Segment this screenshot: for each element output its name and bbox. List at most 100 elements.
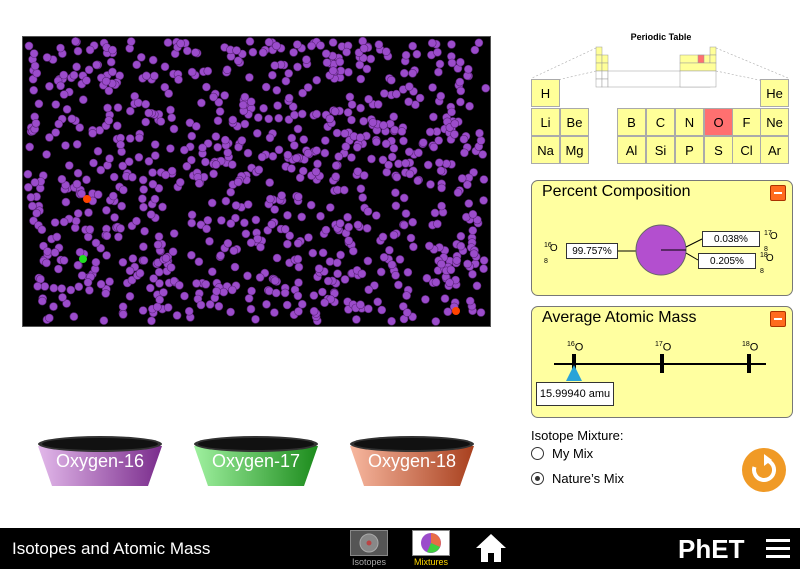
oxygen-16-atom [116,140,125,149]
oxygen-16-atom [344,67,353,77]
tab-mixtures[interactable]: Mixtures [410,528,452,569]
element-n[interactable]: N [675,108,704,136]
oxygen-16-atom [378,232,388,242]
oxygen-16-atom [293,62,302,72]
reset-all-button[interactable] [742,448,786,492]
oxygen-16-atom [325,114,335,124]
oxygen-16-atom [308,248,318,258]
oxygen-16-atom [397,127,407,136]
oxygen-16-atom [436,91,446,101]
oxygen-16-atom [223,148,232,157]
oxygen-16-atom [61,141,70,150]
oxygen-16-atom [174,75,183,84]
element-o[interactable]: O [704,108,733,136]
oxygen-16-atom [294,307,303,316]
element-ne[interactable]: Ne [760,108,789,136]
oxygen-16-atom [28,201,37,211]
oxygen-16-atom [183,46,192,56]
home-button[interactable] [474,532,508,564]
element-h[interactable]: H [531,79,560,107]
collapse-percent-composition-button[interactable] [770,185,786,201]
oxygen-16-bucket[interactable]: Oxygen-16 [36,434,164,488]
natures-mix-radio[interactable] [531,472,544,485]
particle-field[interactable] [23,37,490,326]
element-ar[interactable]: Ar [760,136,789,164]
oxygen-16-atom [453,188,463,197]
element-li[interactable]: Li [531,108,560,136]
tab-isotopes[interactable]: Isotopes [348,528,390,569]
natures-mix-label: Nature’s Mix [552,471,625,486]
my-mix-option[interactable]: My Mix [531,446,593,461]
oxygen-16-atom [366,54,376,64]
oxygen-16-atom [378,155,388,165]
element-s[interactable]: S [704,136,733,164]
oxygen-16-atom [201,157,210,167]
oxygen-16-atom [352,143,362,152]
element-si[interactable]: Si [646,136,675,164]
isotope-mixing-canvas[interactable] [22,36,491,327]
oxygen-18-bucket[interactable]: Oxygen-18 [348,434,476,488]
oxygen-16-atom [272,41,281,51]
oxygen-16-atom [217,216,226,225]
oxygen-16-atom [251,314,260,324]
natures-mix-option[interactable]: Nature’s Mix [531,471,624,486]
element-p[interactable]: P [675,136,704,164]
oxygen-16-atom [169,229,179,238]
oxygen-16-atom [180,145,189,155]
oxygen-16-atom [356,103,365,113]
oxygen-16-atom [104,116,114,125]
oxygen-16-atom [24,183,33,192]
oxygen-16-atom [211,132,221,141]
oxygen-16-atom [389,230,399,240]
oxygen-16-atom [287,164,296,173]
menu-icon[interactable] [766,539,790,559]
element-mg[interactable]: Mg [560,136,589,164]
oxygen-16-atom [91,258,101,267]
oxygen-16-atom [475,128,484,138]
oxygen-16-atom [214,98,224,107]
oxygen-16-atom [271,288,281,298]
oxygen-16-atom [414,148,423,158]
oxygen-16-atom [153,302,162,312]
oxygen-16-atom [196,300,206,310]
oxygen-16-atom [377,305,387,315]
oxygen-16-atom [391,201,401,211]
oxygen-16-atom [264,37,274,47]
oxygen-16-atom [208,267,217,276]
oxygen-16-atom [328,66,338,76]
oxygen-16-atom [309,291,319,300]
tick-18-label: 18O [742,341,759,354]
oxygen-16-atom [455,77,465,87]
oxygen-16-atom [72,140,82,149]
oxygen-16-atom [167,166,177,176]
oxygen-16-atom [379,253,389,262]
oxygen-16-atom [340,275,350,284]
oxygen-16-atom [187,67,197,77]
oxygen-16-atom [283,211,292,220]
phet-logo[interactable]: PhET [678,534,745,564]
my-mix-radio[interactable] [531,447,544,460]
element-be[interactable]: Be [560,108,589,136]
collapse-average-atomic-mass-button[interactable] [770,311,786,327]
element-b[interactable]: B [617,108,646,136]
oxygen-16-atom [374,40,384,49]
oxygen-17-bucket[interactable]: Oxygen-17 [192,434,320,488]
element-c[interactable]: C [646,108,675,136]
oxygen-16-atom [154,267,164,277]
element-f[interactable]: F [732,108,761,136]
oxygen-16-atom [198,143,207,153]
element-al[interactable]: Al [617,136,646,164]
oxygen-16-atom [320,136,330,145]
oxygen-16-atom [102,251,111,260]
oxygen-16-atom [450,130,459,139]
element-he[interactable]: He [760,79,789,107]
isotopes-tab-icon [350,530,388,556]
element-cl[interactable]: Cl [732,136,761,164]
oxygen-16-atom [404,82,414,91]
app-title: Isotopes and Atomic Mass [12,539,211,558]
oxygen-16-atom [456,241,466,251]
oxygen-16-atom [113,121,122,131]
mixtures-tab-icon [412,530,450,556]
oxygen-16-atom [243,148,253,158]
element-na[interactable]: Na [531,136,560,164]
